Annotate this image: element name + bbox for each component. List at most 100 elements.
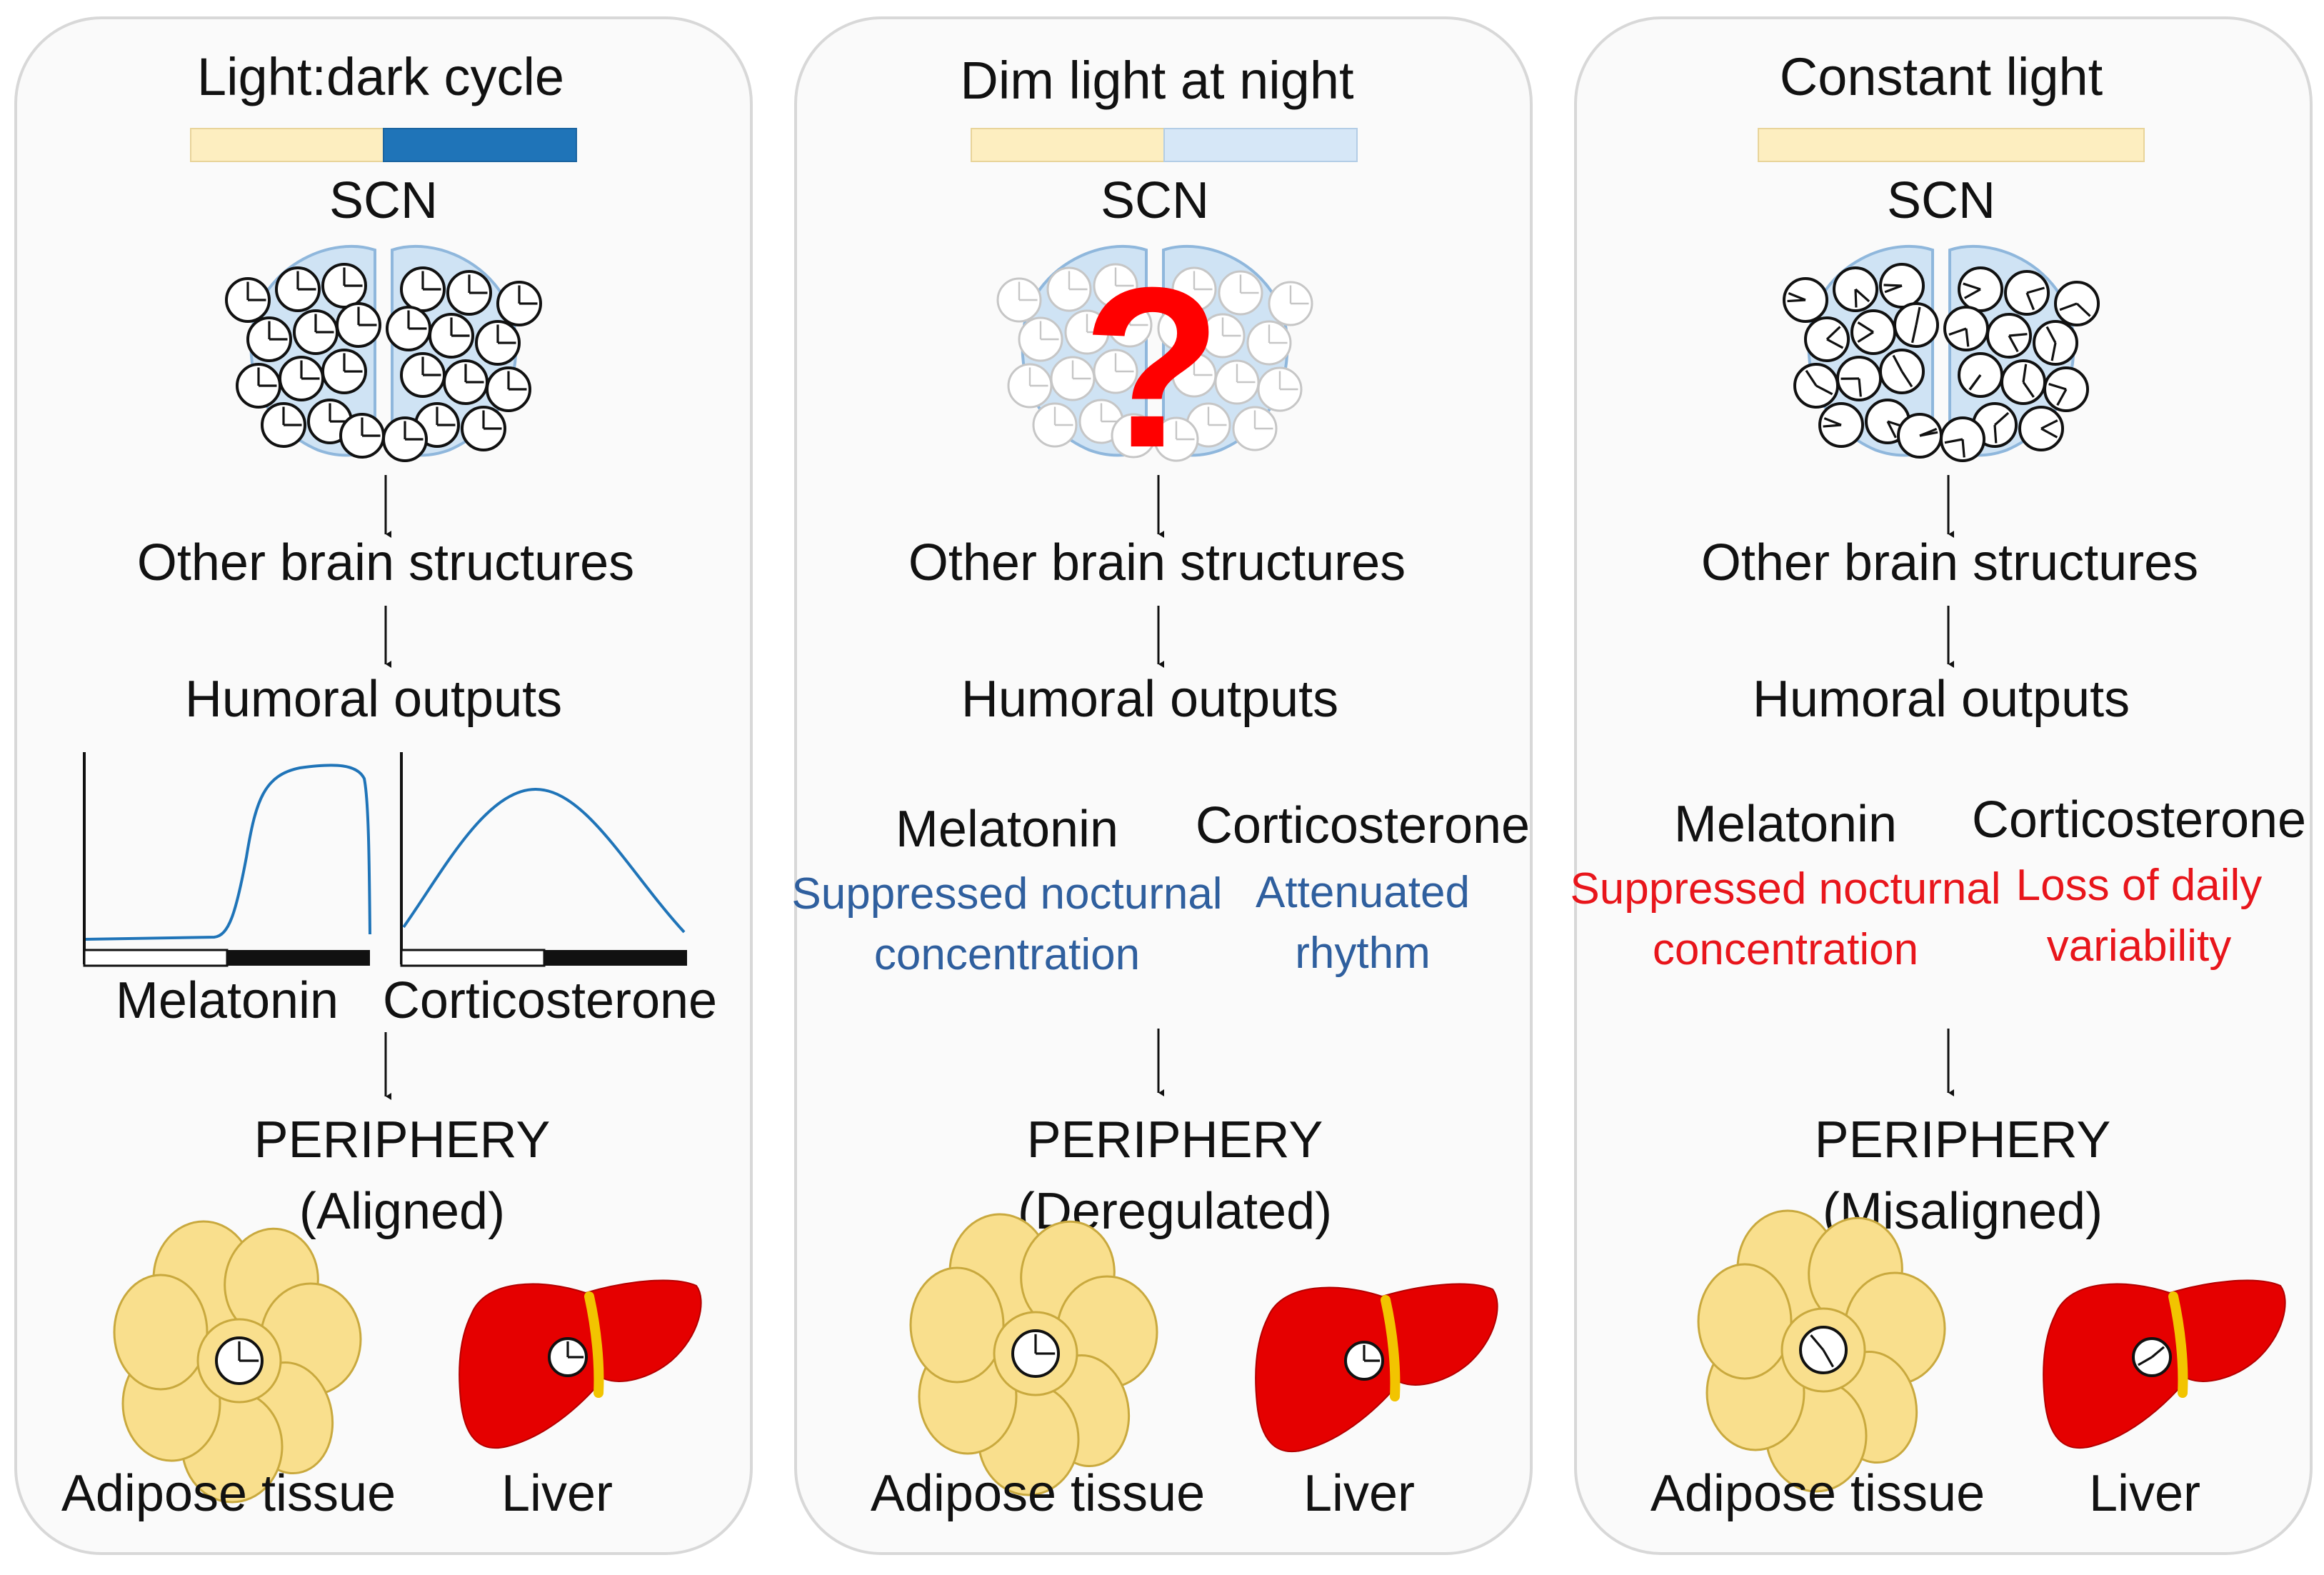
clock-icon (336, 302, 381, 348)
clock-icon (2054, 281, 2100, 326)
liver-icon (459, 1279, 702, 1449)
clock-icon (400, 266, 446, 312)
clock-icon (2132, 1337, 2172, 1377)
liver-label: Liver (1303, 1465, 1415, 1522)
clock-icon (1032, 402, 1078, 448)
corticosterone-note: Attenuated (1256, 868, 1470, 917)
clock-icon (446, 270, 492, 316)
clock-icon (475, 320, 521, 366)
panel-dim-light (794, 16, 1533, 1555)
other-brain-label: Other brain structures (1701, 534, 2198, 591)
clock-icon (2043, 366, 2089, 412)
dark-bar (383, 128, 577, 162)
clock-icon (1214, 359, 1260, 405)
clock-icon (1050, 356, 1096, 401)
light-bar (1758, 128, 2145, 162)
corticosterone-curve (402, 787, 686, 934)
adipose-label: Adipose tissue (1651, 1465, 1985, 1522)
scn-icon (1783, 244, 2100, 462)
melatonin-label: Melatonin (1674, 796, 1897, 853)
clock-icon (1893, 302, 1939, 348)
clock-icon (2018, 406, 2064, 451)
clock-icon (2033, 320, 2078, 366)
melatonin-label: Melatonin (896, 801, 1118, 858)
periphery-label: PERIPHERY (1027, 1111, 1323, 1169)
clock-icon (1986, 313, 2032, 359)
humoral-label: Humoral outputs (1753, 671, 2130, 728)
clock-icon (496, 281, 542, 326)
adipose-label: Adipose tissue (61, 1465, 396, 1522)
corticosterone-note: Loss of daily (2016, 861, 2263, 910)
periphery-label: PERIPHERY (254, 1111, 551, 1169)
clock-icon (548, 1337, 588, 1377)
humoral-label: Humoral outputs (961, 671, 1338, 728)
clock-icon (2004, 270, 2050, 316)
humoral-label: Humoral outputs (185, 671, 562, 728)
melatonin-note: Suppressed nocturnal (1570, 864, 2000, 914)
clock-icon (1818, 402, 1864, 448)
clock-icon (1246, 320, 1292, 366)
melatonin-label: Melatonin (116, 972, 339, 1029)
panel-light-dark (14, 16, 753, 1555)
liver-label: Liver (2089, 1465, 2200, 1522)
clock-icon (1093, 349, 1138, 394)
clock-icon (1958, 266, 2003, 312)
clock-icon (2000, 359, 2046, 405)
periphery-state: (Aligned) (299, 1183, 505, 1240)
liver-icon (2043, 1279, 2286, 1449)
clock-icon (1940, 416, 1985, 462)
clock-icon (275, 266, 321, 312)
clock-icon (1268, 281, 1313, 326)
clock-icon (1833, 266, 1878, 312)
clock-icon (1011, 1329, 1060, 1378)
clock-icon (1879, 349, 1925, 394)
clock-icon (400, 352, 446, 398)
panel-title: Light:dark cycle (197, 47, 564, 106)
adipose-tissue-icon (1697, 1209, 1946, 1493)
clock-icon (429, 313, 474, 359)
question-mark-icon: ? (1082, 239, 1221, 495)
dim-bar (1163, 128, 1358, 162)
corticosterone-label: Corticosterone (383, 972, 717, 1029)
clock-icon (1943, 306, 1989, 351)
liver-label: Liver (501, 1465, 613, 1522)
liver-icon (1255, 1283, 1498, 1453)
adipose-tissue-icon (909, 1213, 1158, 1496)
clock-icon (461, 406, 506, 451)
clock-icon (1157, 306, 1203, 351)
corticosterone-plot (400, 752, 687, 967)
clock-icon (261, 402, 306, 448)
clock-icon (215, 1336, 264, 1385)
clock-icon (1958, 352, 2003, 398)
clock-icon (1018, 316, 1063, 362)
panel-title: Constant light (1780, 47, 2103, 106)
clock-icon (1171, 266, 1217, 312)
periphery-label: PERIPHERY (1815, 1111, 2111, 1169)
clock-icon (1344, 1341, 1384, 1381)
clock-icon (1218, 270, 1263, 316)
clock-icon (1153, 416, 1199, 462)
adipose-label: Adipose tissue (871, 1465, 1205, 1522)
clock-icon (1046, 266, 1092, 312)
clock-icon (1093, 263, 1138, 309)
melatonin-note: concentration (874, 930, 1140, 979)
clock-icon (996, 277, 1042, 323)
clock-icon (293, 309, 339, 355)
corticosterone-note: rhythm (1295, 929, 1430, 978)
light-bar (190, 128, 384, 162)
clock-icon (1897, 413, 1943, 459)
clock-icon (1200, 313, 1246, 359)
other-brain-label: Other brain structures (908, 534, 1406, 591)
scn-icon (996, 244, 1313, 462)
clock-icon (1107, 302, 1153, 348)
clock-icon (1836, 356, 1882, 401)
scn-label: SCN (1101, 172, 1209, 229)
clock-icon (1171, 352, 1217, 398)
panel-title: Dim light at night (960, 51, 1354, 110)
clock-icon (443, 359, 489, 405)
clock-icon (486, 366, 531, 412)
corticosterone-label: Corticosterone (1972, 791, 2306, 849)
clock-icon (1804, 316, 1850, 362)
clock-icon (1257, 366, 1303, 412)
